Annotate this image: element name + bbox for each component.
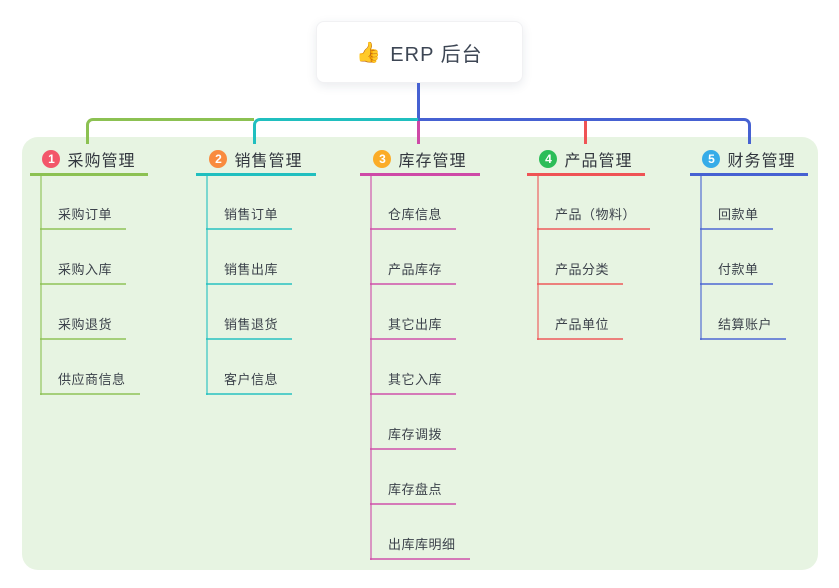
branch-badge-1: 1 [42,149,61,168]
node-product-stock[interactable]: 产品库存 [370,259,457,285]
node-label: 结算账户 [718,317,773,332]
node-label: 出库库明细 [388,537,456,552]
node-product-unit[interactable]: 产品单位 [537,314,624,340]
node-label: 产品库存 [388,262,443,277]
branch-label-finance: 财务管理 [727,152,796,170]
mindmap-background-panel [22,137,818,570]
connector-branch4-drop [584,121,587,144]
node-label: 库存盘点 [388,482,443,497]
connector-purchase-spine [40,176,42,395]
node-label: 其它出库 [388,317,443,332]
root-node-label: ERP 后台 [390,43,483,66]
node-underline [537,338,624,340]
branch-label-product: 产品管理 [564,152,633,170]
node-underline [40,393,140,395]
node-label: 销售出库 [224,262,279,277]
branch-label-purchase: 采购管理 [67,152,136,170]
node-label: 库存调拨 [388,427,443,442]
node-label: 仓库信息 [388,207,443,222]
branch-label-inventory: 库存管理 [398,152,467,170]
branch-badge-4: 4 [539,149,558,168]
node-customer-info[interactable]: 客户信息 [206,369,293,395]
node-label: 供应商信息 [58,372,126,387]
node-underline [537,283,624,285]
node-underline [700,338,787,340]
node-underline [40,338,127,340]
node-underline [370,393,457,395]
connector-branch2-elbow [253,118,418,144]
branch-header-sales[interactable]: 2 销售管理 [196,144,316,176]
node-underline [206,393,293,395]
node-sales-order[interactable]: 销售订单 [206,204,293,230]
connector-sales-spine [206,176,208,395]
connector-inventory-spine [370,176,372,560]
node-label: 采购退货 [58,317,113,332]
node-other-inbound[interactable]: 其它入库 [370,369,457,395]
node-product-material[interactable]: 产品（物料） [537,204,651,230]
node-label: 回款单 [718,207,759,222]
node-underline [370,283,457,285]
node-underline [370,228,457,230]
node-label: 产品分类 [555,262,610,277]
branch-badge-5: 5 [702,149,721,168]
node-label: 客户信息 [224,372,279,387]
node-stock-transfer[interactable]: 库存调拨 [370,424,457,450]
node-purchase-return[interactable]: 采购退货 [40,314,127,340]
node-outbound-detail[interactable]: 出库库明细 [370,534,470,560]
node-supplier-info[interactable]: 供应商信息 [40,369,140,395]
connector-branch5-elbow [418,118,751,144]
connector-product-spine [537,176,539,340]
node-stock-count[interactable]: 库存盘点 [370,479,457,505]
branch-label-sales: 销售管理 [234,152,303,170]
node-purchase-inbound[interactable]: 采购入库 [40,259,127,285]
node-label: 付款单 [718,262,759,277]
node-underline [537,228,651,230]
node-label: 销售退货 [224,317,279,332]
node-label: 采购订单 [58,207,113,222]
node-label: 产品单位 [555,317,610,332]
node-underline [206,338,293,340]
node-settlement-account[interactable]: 结算账户 [700,314,787,340]
node-product-category[interactable]: 产品分类 [537,259,624,285]
node-label: 其它入库 [388,372,443,387]
node-receipt-bill[interactable]: 回款单 [700,204,773,230]
node-warehouse-info[interactable]: 仓库信息 [370,204,457,230]
node-underline [40,228,127,230]
node-label: 产品（物料） [555,207,637,222]
connector-branch1-elbow [86,118,254,144]
node-underline [370,338,457,340]
node-underline [370,558,470,560]
node-sales-outbound[interactable]: 销售出库 [206,259,293,285]
node-underline [700,283,773,285]
node-label: 采购入库 [58,262,113,277]
connector-branch3-drop [417,121,420,144]
connector-root-stem [417,83,420,121]
node-underline [370,448,457,450]
node-underline [370,503,457,505]
node-sales-return[interactable]: 销售退货 [206,314,293,340]
branch-badge-2: 2 [209,149,228,168]
root-node-erp[interactable]: 👍 ERP 后台 [316,21,523,83]
connector-finance-spine [700,176,702,340]
node-underline [700,228,773,230]
node-other-outbound[interactable]: 其它出库 [370,314,457,340]
branch-header-purchase[interactable]: 1 采购管理 [30,144,148,176]
branch-header-inventory[interactable]: 3 库存管理 [360,144,480,176]
node-underline [206,228,293,230]
node-payment-bill[interactable]: 付款单 [700,259,773,285]
thumbs-up-icon: 👍 [356,41,382,64]
node-underline [40,283,127,285]
node-purchase-order[interactable]: 采购订单 [40,204,127,230]
branch-header-finance[interactable]: 5 财务管理 [690,144,808,176]
branch-badge-3: 3 [373,149,392,168]
node-label: 销售订单 [224,207,279,222]
branch-header-product[interactable]: 4 产品管理 [527,144,645,176]
node-underline [206,283,293,285]
